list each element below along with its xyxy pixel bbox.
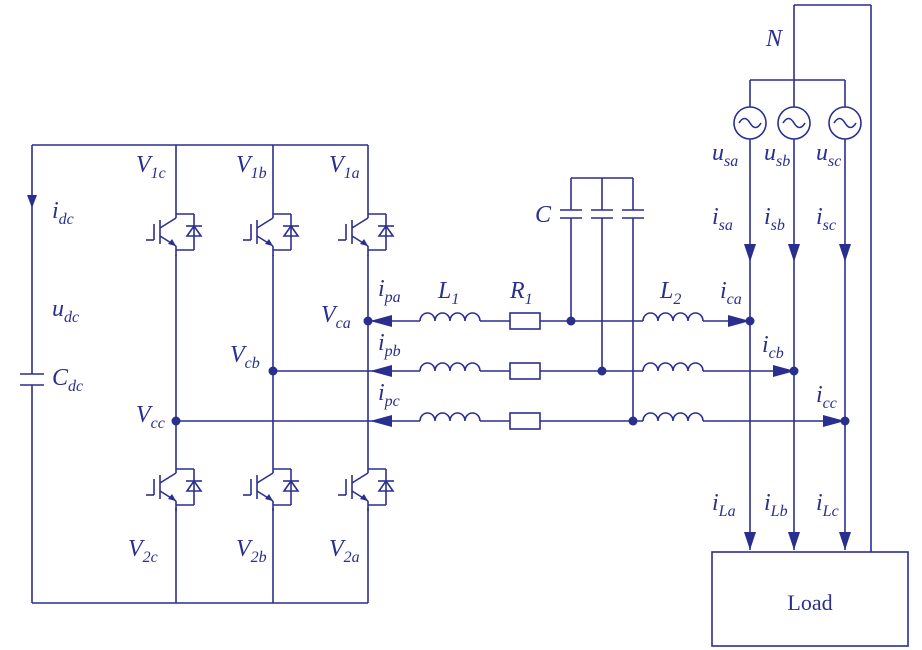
l1-label: L1 [437, 278, 459, 308]
junction-dots [171, 316, 850, 426]
dc-bus-wires [31, 144, 368, 604]
switch-v1c [145, 207, 203, 257]
isc-label: isc [816, 204, 836, 234]
phase-c-line [176, 412, 845, 430]
ipa-label: ipa [378, 276, 401, 306]
dc-capacitor [20, 373, 44, 386]
switch-v1a [337, 207, 395, 257]
udc-label: udc [52, 296, 79, 326]
cdc-label: Cdc [52, 365, 83, 395]
v2c-label: V2c [128, 536, 158, 566]
ica-label: ica [720, 278, 742, 308]
switch-v2c [145, 462, 203, 512]
v1a-label: V1a [329, 152, 360, 182]
phase-b-line [273, 362, 795, 380]
vcc-label: Vcc [136, 402, 165, 432]
switch-v2b [242, 462, 300, 512]
ilb-label: iLb [764, 490, 788, 520]
v2a-label: V2a [329, 536, 360, 566]
v2b-label: V2b [236, 536, 267, 566]
ila-label: iLa [712, 490, 736, 520]
ac-source-c [828, 106, 862, 140]
isa-label: isa [712, 204, 733, 234]
vca-label: Vca [321, 302, 351, 332]
c-label: C [535, 202, 552, 228]
ac-source-b [777, 106, 811, 140]
idc-label: idc [52, 198, 74, 228]
grid-wires [749, 4, 872, 552]
icb-label: icb [762, 332, 784, 362]
isb-label: isb [764, 204, 785, 234]
load-box [711, 551, 909, 647]
usb-label: usb [764, 140, 790, 170]
r1-label: R1 [509, 278, 533, 308]
switch-v2a [337, 462, 395, 512]
vcb-label: Vcb [230, 342, 260, 372]
phase-a-line [368, 312, 750, 330]
labels: N idc udc Cdc V1c V1b V1a V2c V2b V2a Vc… [52, 26, 841, 566]
v1c-label: V1c [136, 152, 166, 182]
inverter-legs [175, 145, 369, 603]
ipc-label: ipc [378, 380, 400, 410]
icc-label: icc [816, 382, 837, 412]
switch-v1b [242, 207, 300, 257]
filter-capacitors [560, 177, 644, 421]
neutral-label: N [765, 26, 784, 52]
usc-label: usc [816, 140, 841, 170]
load-label: Load [787, 590, 832, 615]
ac-source-a [733, 106, 767, 140]
dc-current-arrow [27, 195, 37, 208]
grid-current-arrows [744, 244, 851, 550]
l2-label: L2 [659, 278, 681, 308]
ipb-label: ipb [378, 330, 401, 360]
v1b-label: V1b [236, 152, 267, 182]
ilc-label: iLc [816, 490, 839, 520]
usa-label: usa [712, 140, 738, 170]
